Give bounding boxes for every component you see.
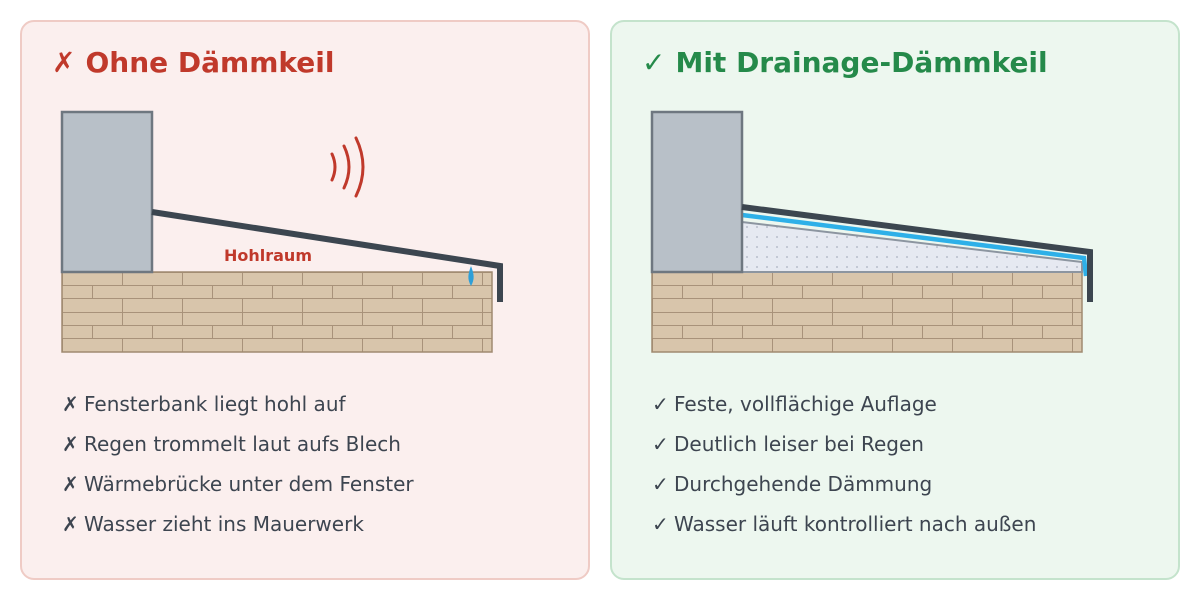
window-frame — [650, 110, 744, 274]
check-mark-icon: ✓ — [652, 432, 669, 456]
list-item: ✓Durchgehende Dämmung — [652, 472, 933, 496]
cavity-label: Hohlraum — [224, 246, 312, 265]
window-sill-sheet — [741, 204, 1093, 302]
water-drop-icon — [468, 266, 474, 286]
list-item: ✗Fensterbank liegt hohl auf — [62, 392, 346, 416]
sill-diagram-without-wedge: Hohlraum — [60, 110, 503, 353]
cross-mark-icon: ✗ — [62, 392, 79, 416]
brick-wall — [651, 271, 1083, 353]
check-mark-icon: ✓ — [652, 472, 669, 496]
sound-waves-icon — [330, 136, 365, 198]
list-item: ✗Regen trommelt laut aufs Blech — [62, 432, 401, 456]
cross-mark-icon: ✗ — [62, 512, 79, 536]
panel-title-without-wedge: ✗ Ohne Dämmkeil — [52, 46, 334, 79]
check-mark-icon: ✓ — [652, 512, 669, 536]
cross-mark-icon: ✗ — [62, 472, 79, 496]
cross-mark-icon: ✗ — [52, 46, 76, 79]
drainage-layer — [741, 212, 1089, 277]
panel-without-wedge: ✗ Ohne Dämmkeil Hohlraum ✗Fensterbank lie… — [20, 20, 590, 580]
window-frame — [60, 110, 154, 274]
title-text: Ohne Dämmkeil — [85, 46, 335, 79]
drawbacks-list: ✗Fensterbank liegt hohl auf ✗Regen tromm… — [62, 390, 414, 550]
list-item: ✓Deutlich leiser bei Regen — [652, 432, 924, 456]
list-item: ✓Wasser läuft kontrolliert nach außen — [652, 512, 1037, 536]
benefits-list: ✓Feste, vollflächige Auflage ✓Deutlich l… — [652, 390, 1036, 550]
list-item: ✗Wasser zieht ins Mauerwerk — [62, 512, 364, 536]
check-mark-icon: ✓ — [642, 46, 666, 79]
brick-wall — [61, 271, 493, 353]
cross-mark-icon: ✗ — [62, 432, 79, 456]
list-item: ✓Feste, vollflächige Auflage — [652, 392, 937, 416]
list-item: ✗Wärmebrücke unter dem Fenster — [62, 472, 414, 496]
panel-title-with-wedge: ✓ Mit Drainage-Dämmkeil — [642, 46, 1048, 79]
check-mark-icon: ✓ — [652, 392, 669, 416]
window-sill-sheet — [151, 209, 503, 302]
sill-diagram-with-wedge — [650, 110, 1093, 353]
panel-with-drainage-wedge: ✓ Mit Drainage-Dämmkeil ✓Feste, vollfläch… — [610, 20, 1180, 580]
title-text: Mit Drainage-Dämmkeil — [675, 46, 1048, 79]
